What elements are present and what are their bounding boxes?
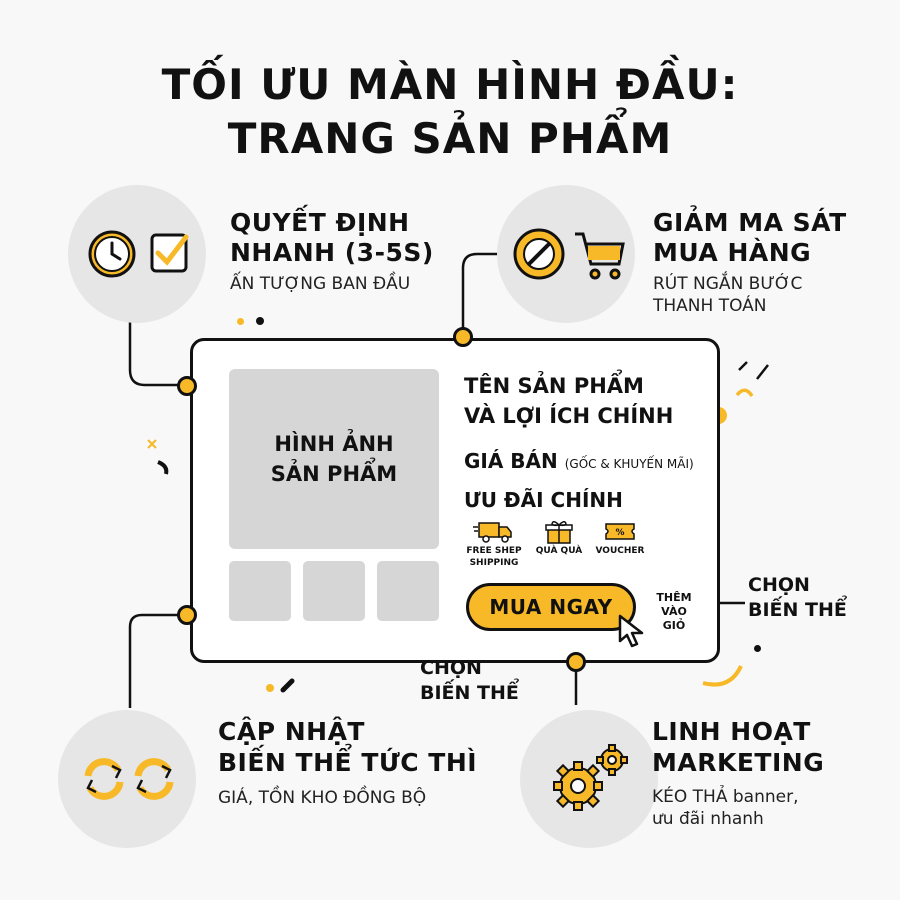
sync-icons <box>84 758 174 800</box>
offer-free-shipping[interactable]: FREE SHEP SHIPPING <box>464 519 524 569</box>
friction-circle <box>497 185 635 323</box>
price-row: GIÁ BÁN (GỐC & KHUYẾN MÃI) <box>464 449 694 473</box>
friction-sub-1: RÚT NGẮN BƯỚC <box>653 274 803 294</box>
gift-icon <box>545 521 573 544</box>
variant-bottom-2: BIẾN THỂ <box>420 682 519 704</box>
ban-cart-icons <box>513 228 625 280</box>
svg-text:%: % <box>615 528 624 538</box>
node-quick <box>177 376 197 396</box>
deco-arc-3 <box>702 665 743 687</box>
sync-icon-1 <box>84 758 124 800</box>
add-to-cart-link[interactable]: THÊM VÀO GIỎ <box>649 591 699 633</box>
offer-voucher[interactable]: % VOUCHER <box>593 519 647 557</box>
truck-icon <box>473 522 512 543</box>
quick-sub: ẤN TƯỢNG BAN ĐẦU <box>230 274 411 294</box>
offers-label: ƯU ĐÃI CHÍNH <box>464 488 623 512</box>
gear-icon-large <box>553 761 603 811</box>
sync-icon-2 <box>134 758 174 800</box>
node-variant-update <box>177 605 197 625</box>
marketing-sub-2: ưu đãi nhanh <box>652 809 764 829</box>
product-image-placeholder[interactable]: HÌNH ẢNH SẢN PHẨM <box>229 369 439 549</box>
offer-label-2: QUÀ QUÀ <box>535 546 583 556</box>
connector-quick <box>128 300 186 387</box>
checkbox-icon <box>150 233 189 273</box>
add-to-cart-2: VÀO GIỎ <box>661 605 687 632</box>
variant-right-2: BIẾN THỂ <box>748 599 847 621</box>
gear-icon-small <box>596 744 628 776</box>
price-label: GIÁ BÁN <box>464 449 558 473</box>
image-label-1: HÌNH ẢNH <box>274 432 394 456</box>
node-marketing <box>566 652 586 672</box>
variant-update-title-2: BIẾN THỂ TỨC THÌ <box>218 748 478 777</box>
node-friction <box>453 327 473 347</box>
ban-icon <box>513 228 565 280</box>
deco-stroke-1 <box>738 361 748 371</box>
marketing-title-2: MARKETING <box>652 748 825 777</box>
deco-dot-black-2 <box>754 645 761 652</box>
connector-friction <box>461 252 505 335</box>
quick-title-2: NHANH (3-5S) <box>230 238 434 267</box>
deco-stroke-2 <box>756 364 769 380</box>
offer-label-1a: FREE SHEP <box>466 546 522 556</box>
friction-sub-2: THANH TOÁN <box>653 296 767 316</box>
deco-arc-2 <box>157 460 169 475</box>
product-title-2: VÀ LỢI ÍCH CHÍNH <box>464 404 674 428</box>
thumbnail-2[interactable] <box>303 561 365 621</box>
clock-icon <box>88 230 136 278</box>
deco-dot-yellow-2 <box>266 684 274 692</box>
variant-update-circle <box>58 710 196 848</box>
marketing-circle <box>520 710 658 848</box>
variant-right-1: CHỌN <box>748 574 810 596</box>
marketing-sub-1: KÉO THẢ banner, <box>652 787 799 807</box>
deco-dot-yellow-1 <box>237 318 244 325</box>
cursor-icon <box>618 614 644 648</box>
product-card: HÌNH ẢNH SẢN PHẨM TÊN SẢN PHẨM VÀ LỢI ÍC… <box>190 338 720 663</box>
connector-variant-update <box>128 613 186 708</box>
add-to-cart-1: THÊM <box>656 591 692 604</box>
offer-gift[interactable]: QUÀ QUÀ <box>533 519 585 557</box>
marketing-title-1: LINH HOẠT <box>652 717 811 746</box>
deco-sparkle <box>147 439 157 449</box>
friction-title-1: GIẢM MA SÁT <box>653 208 847 237</box>
quick-decision-circle <box>68 185 206 323</box>
cart-icon <box>575 232 625 280</box>
buy-now-button[interactable]: MUA NGAY <box>466 583 636 631</box>
deco-arc-1 <box>735 388 754 398</box>
price-note: (GỐC & KHUYẾN MÃI) <box>564 457 694 471</box>
friction-title-2: MUA HÀNG <box>653 238 812 267</box>
product-title-1: TÊN SẢN PHẨM <box>464 374 644 398</box>
offer-label-3: VOUCHER <box>595 546 645 556</box>
gears-icon <box>553 744 628 811</box>
quick-title-1: QUYẾT ĐỊNH <box>230 208 410 237</box>
voucher-icon: % <box>605 523 635 540</box>
variant-bottom-1: CHỌN <box>420 657 482 679</box>
page-title-line2: TRANG SẢN PHẨM <box>227 114 673 163</box>
variant-update-sub: GIÁ, TỒN KHO ĐỒNG BỘ <box>218 788 427 808</box>
offer-label-1b: SHIPPING <box>469 558 519 568</box>
deco-dot-black-1 <box>256 317 264 325</box>
thumbnail-3[interactable] <box>377 561 439 621</box>
clock-check-icons <box>88 230 189 278</box>
deco-stroke-3 <box>280 678 295 693</box>
thumbnail-1[interactable] <box>229 561 291 621</box>
image-label-2: SẢN PHẨM <box>270 462 398 486</box>
variant-update-title-1: CẬP NHẬT <box>218 717 365 746</box>
page-title-line1: TỐI ƯU MÀN HÌNH ĐẦU: <box>161 60 739 109</box>
